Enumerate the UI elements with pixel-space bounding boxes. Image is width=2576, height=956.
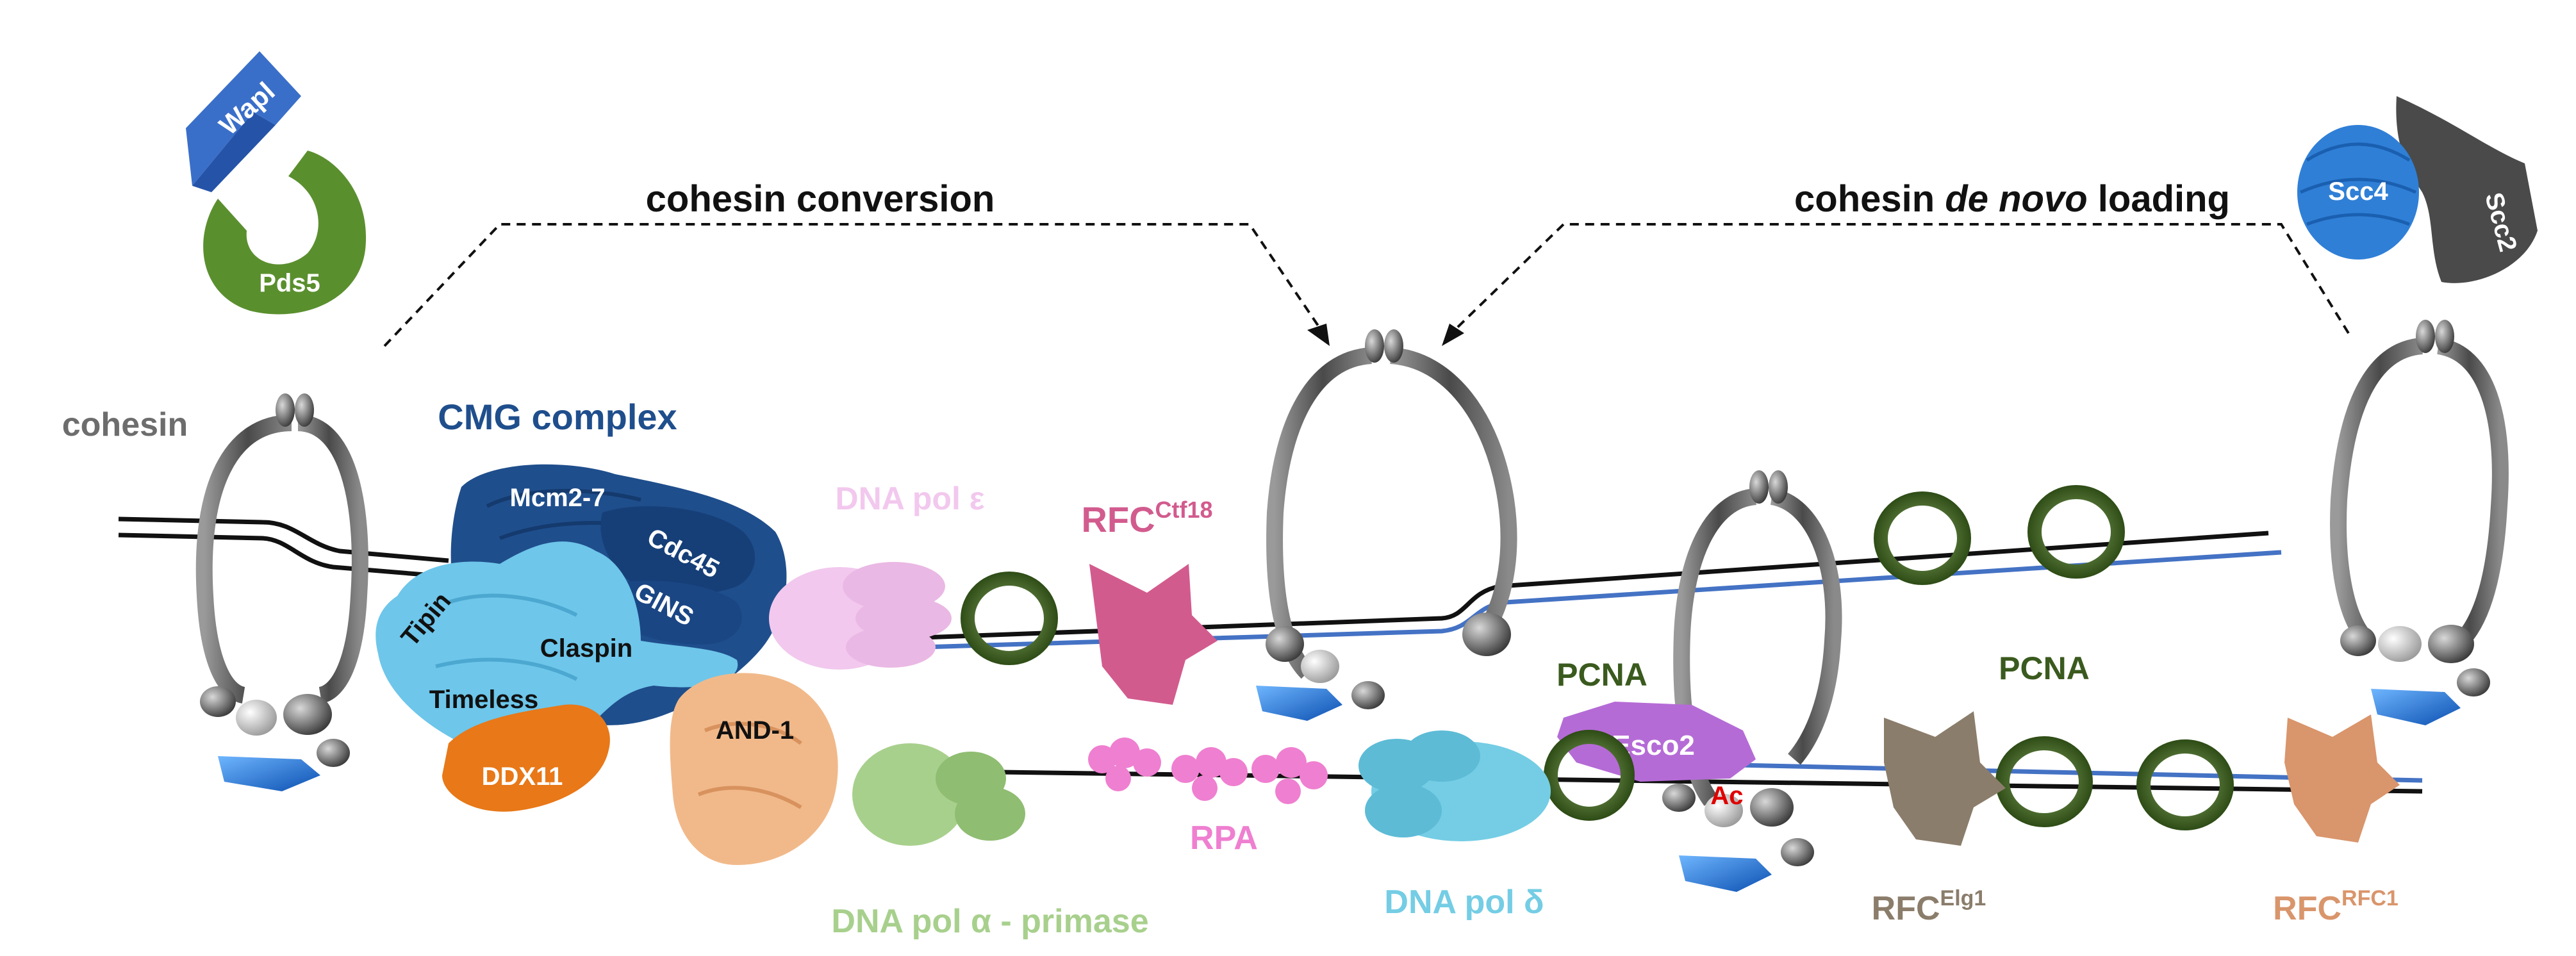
rpa-label: RPA bbox=[1190, 820, 1258, 857]
pcna-ring-lagging-3 bbox=[2136, 739, 2234, 830]
pcna-ring-lagging-2 bbox=[1995, 736, 2093, 827]
cohesin-ring-esco2 bbox=[1662, 470, 1842, 892]
pcna-ring-lagging-1 bbox=[1544, 730, 1635, 821]
wapl-protein: Wapl bbox=[186, 51, 301, 192]
cohesin-ring-right bbox=[2330, 320, 2509, 725]
scc2-protein: Scc2 bbox=[2396, 96, 2538, 283]
claspin-label: Claspin bbox=[540, 634, 632, 663]
pol-alpha-primase-label: DNA pol α - primase bbox=[831, 903, 1148, 940]
scc4-label: Scc4 bbox=[2328, 177, 2388, 206]
pcna-label-right: PCNA bbox=[1999, 650, 2090, 686]
cmg-complex: Mcm2-7 Cdc45 GINS Tipin Claspin Timeless… bbox=[376, 464, 787, 812]
rfc-rfc1-label: RFCRFC1 bbox=[2273, 886, 2398, 927]
de-novo-arrow bbox=[1450, 223, 2350, 334]
rfc-ctf18-label: RFCCtf18 bbox=[1081, 497, 1212, 540]
tipin-claspin-shape bbox=[376, 541, 738, 755]
rfc-rfc1-sup: RFC1 bbox=[2341, 886, 2398, 911]
timeless-label: Timeless bbox=[429, 686, 539, 714]
pds5-protein: Pds5 bbox=[203, 151, 367, 315]
and-1-protein: AND-1 bbox=[670, 673, 838, 865]
ddx11-label: DDX11 bbox=[482, 762, 563, 791]
ddx11-shape bbox=[442, 704, 610, 812]
rfc-ctf18-protein bbox=[1089, 564, 1218, 705]
pol-delta-protein bbox=[1358, 730, 1551, 841]
mcm2-7-label: Mcm2-7 bbox=[510, 484, 606, 512]
heading-de-novo-prefix: cohesin bbox=[1794, 178, 1945, 220]
cmg-complex-label: CMG complex bbox=[438, 397, 677, 437]
pol-delta-label: DNA pol δ bbox=[1384, 884, 1544, 921]
rfc-elg1-sup: Elg1 bbox=[1940, 886, 1986, 911]
rfc-elg1-label: RFCElg1 bbox=[1872, 886, 1986, 927]
gins-shape bbox=[615, 581, 742, 645]
cohesin-ring-left bbox=[195, 393, 368, 791]
rfc-ctf18-sup: Ctf18 bbox=[1155, 497, 1213, 523]
cdc45-shape bbox=[600, 506, 755, 595]
pcna-label-left: PCNA bbox=[1556, 657, 1647, 693]
rfc-elg1-protein bbox=[1884, 711, 2006, 846]
pcna-ring-top-1 bbox=[1874, 491, 1971, 585]
pol-epsilon-label: DNA pol ε bbox=[836, 481, 985, 516]
pol-epsilon-protein bbox=[769, 562, 952, 670]
pcna-ring-top-2 bbox=[2027, 485, 2125, 579]
heading-cohesin-conversion: cohesin conversion bbox=[646, 178, 995, 220]
rpa-protein-cluster bbox=[1088, 738, 1328, 804]
rfc-rfc1-protein bbox=[2284, 714, 2400, 843]
pds5-label: Pds5 bbox=[259, 269, 320, 297]
rfc-ctf18-base: RFC bbox=[1081, 499, 1155, 540]
heading-cohesin-de-novo-loading: cohesin de novo loading bbox=[1794, 178, 2230, 220]
and-1-label: AND-1 bbox=[716, 716, 794, 745]
cohesin-ring-center bbox=[1256, 329, 1517, 721]
heading-de-novo-suffix: loading bbox=[2088, 178, 2230, 220]
parental-dna bbox=[118, 516, 449, 579]
heading-de-novo-italic: de novo bbox=[1945, 178, 2087, 220]
conversion-arrowhead bbox=[1307, 324, 1330, 346]
pol-alpha-primase-protein bbox=[852, 743, 1025, 846]
scc4-protein: Scc4 bbox=[2297, 125, 2419, 260]
cohesin-label: cohesin bbox=[62, 406, 188, 443]
conversion-arrow bbox=[383, 223, 1325, 347]
rfc-rfc1-base: RFC bbox=[2273, 890, 2341, 927]
pcna-ring-leading-1 bbox=[961, 572, 1058, 665]
ac-label: Ac bbox=[1710, 782, 1743, 810]
de-novo-arrowhead bbox=[1442, 324, 1464, 346]
rfc-elg1-base: RFC bbox=[1872, 890, 1940, 927]
